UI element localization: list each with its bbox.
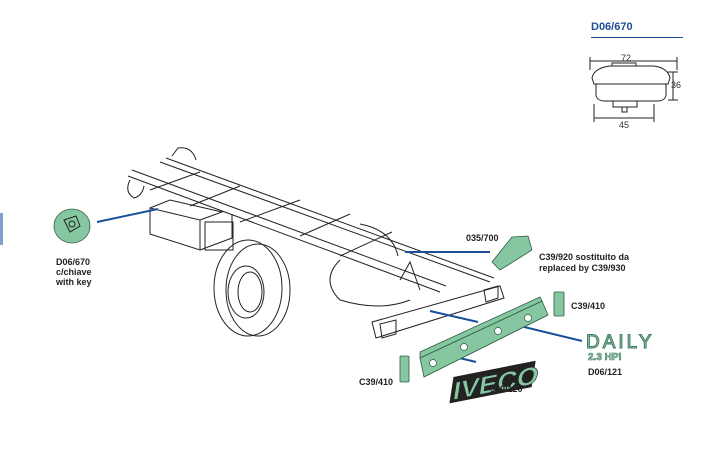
leader-daily-badge [519, 325, 583, 342]
bracket-left-label: C39/410 [359, 377, 394, 387]
left-edge-marker [0, 213, 3, 245]
dimension-width-top: 72 [621, 53, 632, 63]
wheel-chock-part [491, 235, 533, 271]
leader-crossmember [429, 310, 479, 323]
dimension-height: 36 [671, 80, 682, 90]
part-code-title: D06/670 [591, 21, 633, 33]
fuel-cap-label-it: c/chiave [56, 267, 92, 277]
daily-badge-main: DAILY [586, 332, 655, 353]
daily-badge: DAILY 2.3 HPI [586, 332, 655, 364]
title-divider [591, 37, 683, 38]
daily-badge-sub: 2.3 HPI [588, 352, 622, 364]
fuel-cap-part [53, 208, 91, 244]
fuel-cap-label-en: with key [56, 277, 92, 287]
crossmember-part [419, 296, 549, 378]
crossmember-label: 540/120 [490, 384, 523, 394]
leader-fuel-cap [96, 208, 159, 223]
replacement-note-it: C39/920 sostituito da [539, 252, 630, 262]
replacement-note-en: replaced by C39/930 [539, 263, 626, 273]
fuel-cap-label-code: D06/670 [56, 257, 91, 267]
iveco-badge: IVECO [449, 360, 541, 406]
bracket-part-left [399, 355, 410, 383]
chassis-frame [127, 147, 505, 339]
dimension-width-bottom: 45 [619, 120, 630, 130]
wheel-chock-label: 035/700 [466, 233, 499, 243]
bracket-right-label: C39/410 [571, 301, 606, 311]
fuel-cap-dimension-drawing [589, 57, 678, 122]
daily-badge-label: D06/121 [588, 367, 623, 377]
bracket-part-right [553, 291, 565, 317]
